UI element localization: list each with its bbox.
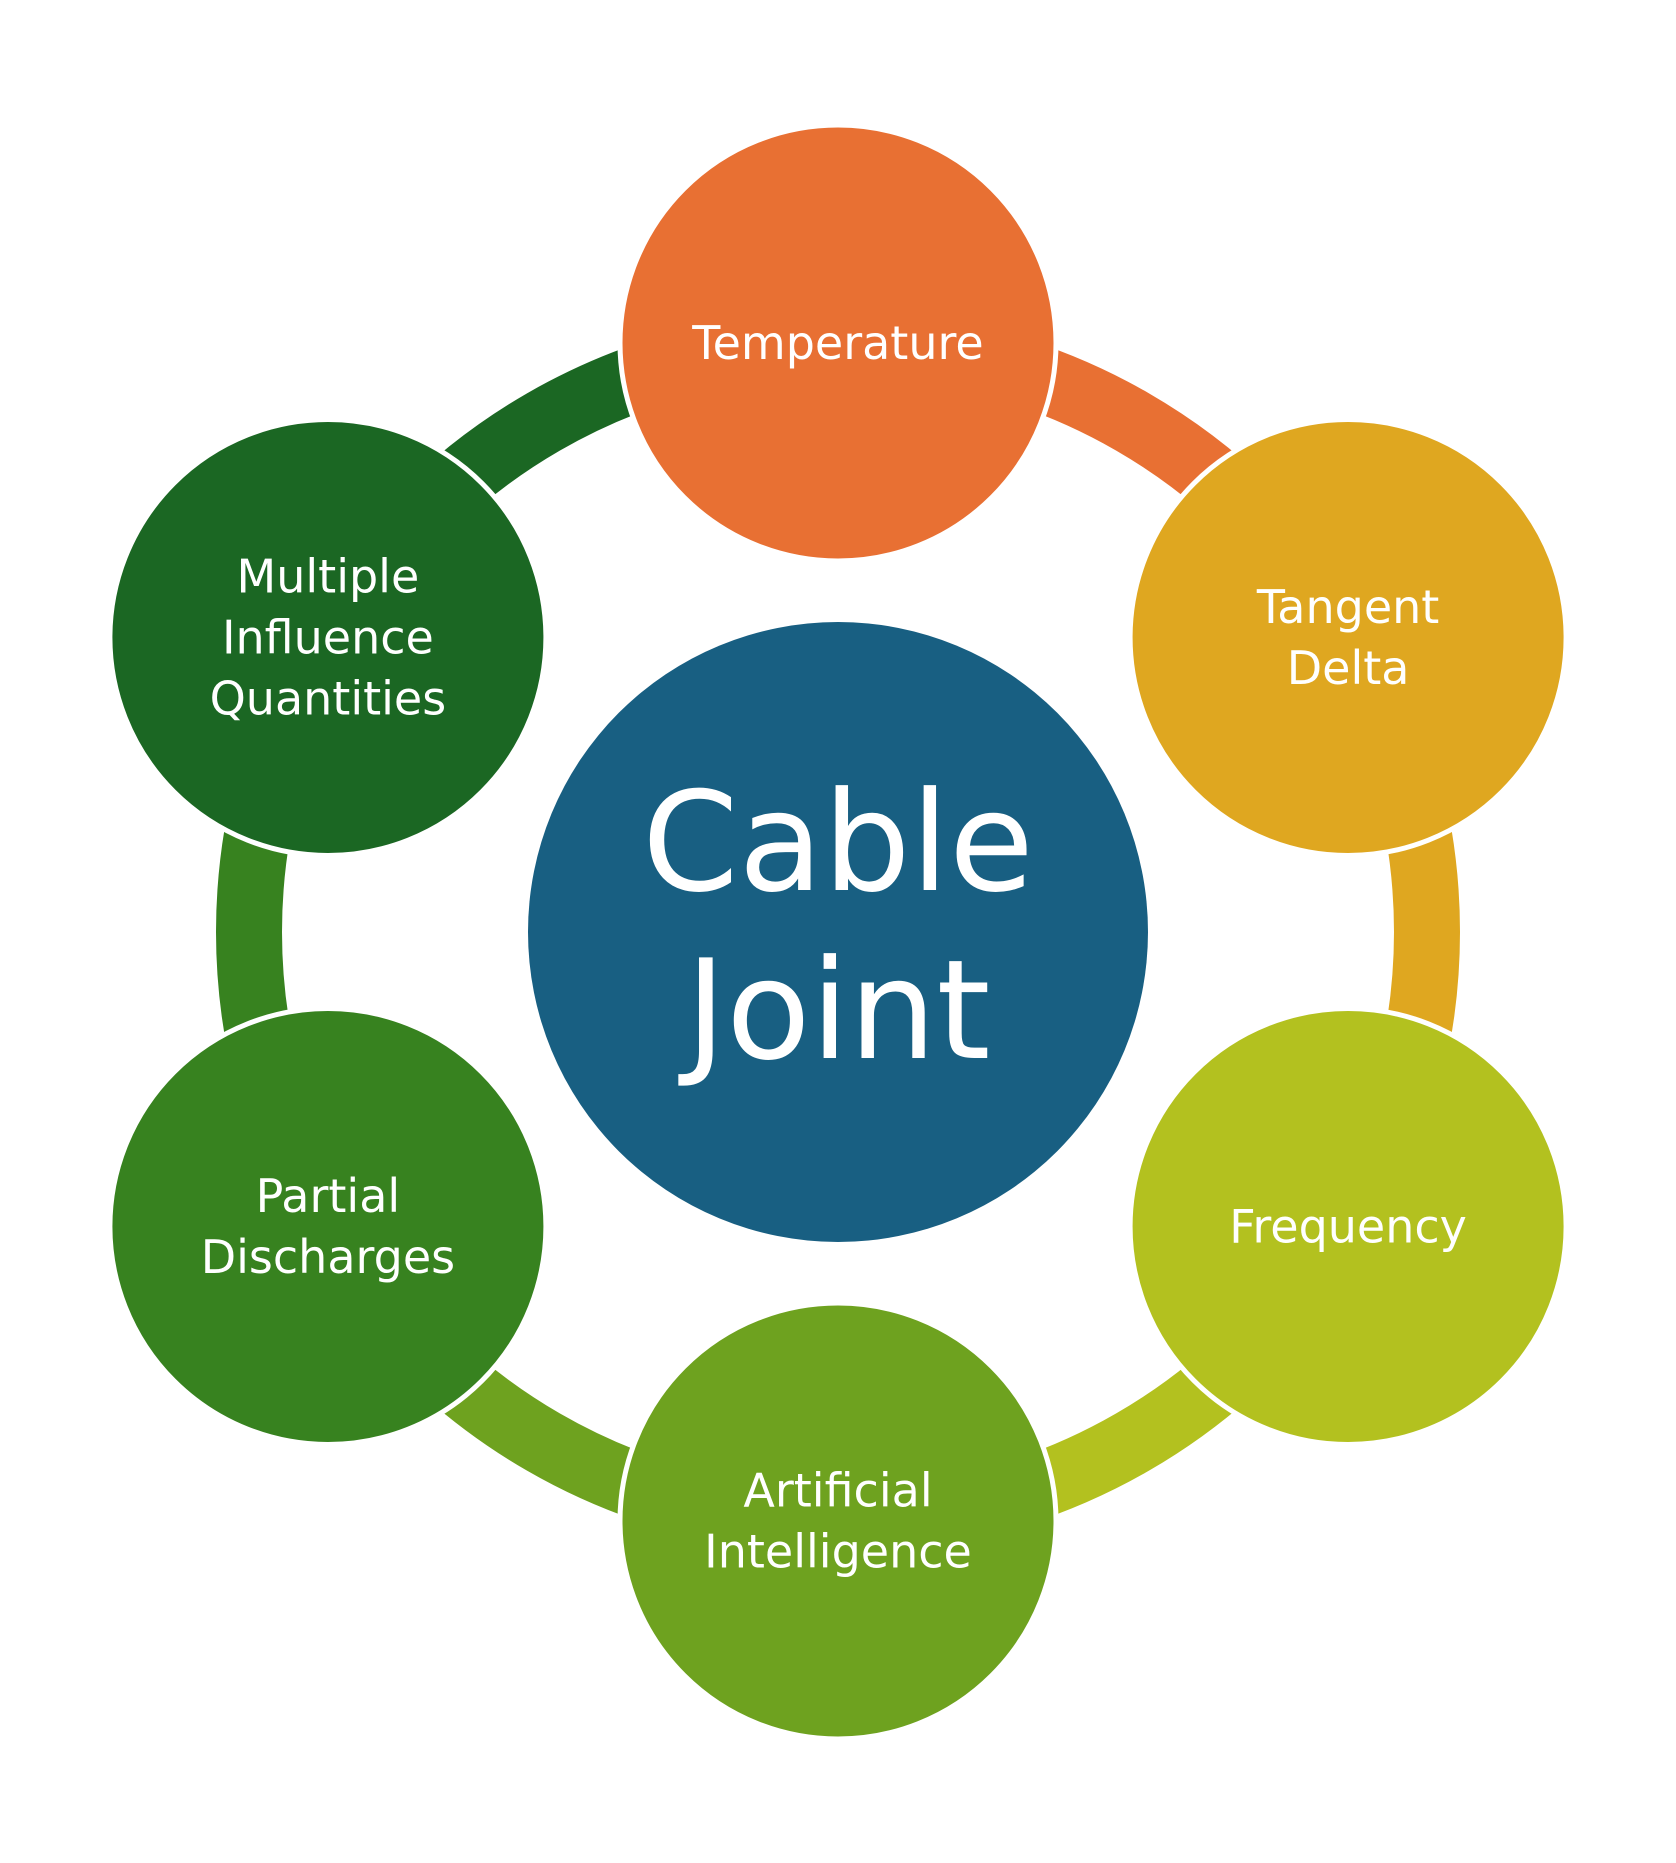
center-node: Cable Joint [528, 622, 1148, 1242]
center-label-line-1: Cable [642, 762, 1034, 923]
node-frequency: Frequency [1127, 1006, 1569, 1447]
node-label-artificial-intelligence-line-1: Artificial [743, 1464, 932, 1518]
node-label-multiple-influence-quantities-line-2: Influence [222, 611, 434, 665]
node-label-multiple-influence-quantities-line-3: Quantities [210, 672, 447, 726]
node-circle-temperature [617, 122, 1059, 564]
node-label-temperature-line-1: Temperature [691, 316, 983, 370]
node-circle-tangent-delta [1127, 417, 1569, 858]
outer-nodes: TemperatureTangentDeltaFrequencyArtifici… [107, 122, 1569, 1742]
node-circle-artificial-intelligence [617, 1300, 1059, 1742]
node-temperature: Temperature [617, 122, 1059, 564]
center-circle [528, 622, 1148, 1242]
node-circle-multiple-influence-quantities [107, 417, 549, 858]
node-label-tangent-delta-line-2: Delta [1287, 641, 1410, 695]
node-label-multiple-influence-quantities-line-1: Multiple [237, 550, 420, 604]
center-label-line-2: Joint [677, 930, 990, 1091]
node-label-tangent-delta-line-1: Tangent [1256, 580, 1440, 634]
node-label-artificial-intelligence-line-2: Intelligence [704, 1525, 972, 1579]
node-label-frequency-line-1: Frequency [1229, 1200, 1467, 1254]
node-circle-partial-discharges [107, 1006, 549, 1447]
node-label-partial-discharges-line-2: Discharges [201, 1230, 455, 1284]
node-label-partial-discharges-line-1: Partial [256, 1169, 401, 1223]
node-circle-frequency [1127, 1006, 1569, 1447]
